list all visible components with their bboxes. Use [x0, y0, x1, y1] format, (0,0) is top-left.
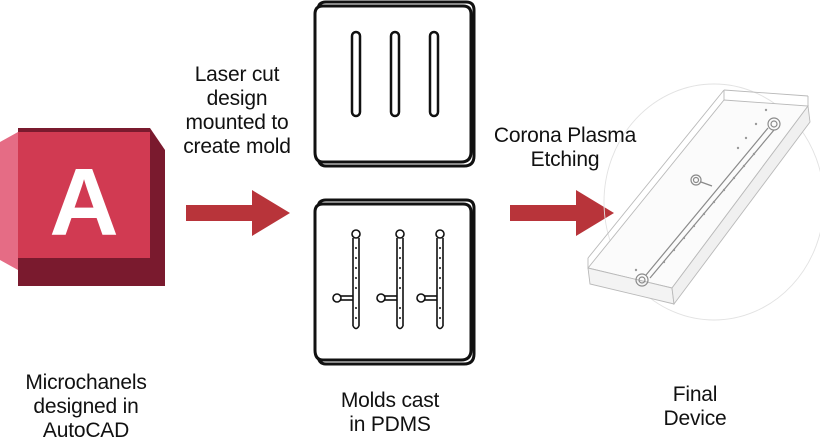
- microchannel: [376, 229, 405, 330]
- molds-cast-label: Molds cast in PDMS: [340, 389, 440, 436]
- logo-letter: A: [49, 149, 118, 256]
- pdms-mold: [313, 198, 476, 366]
- laser-cut-mold: [313, 0, 476, 168]
- corona-etching-label: Corona Plasma Etching: [493, 124, 637, 171]
- logo-front-panel: [18, 132, 150, 258]
- channel-slot: [350, 30, 362, 118]
- logo-side-panel: [0, 132, 18, 270]
- arrow-right-icon: [186, 190, 290, 236]
- microchannel: [332, 229, 361, 330]
- autocad-logo: A: [0, 128, 165, 286]
- arrow-right-icon: [510, 190, 614, 236]
- laser-cut-label: Laser cut design mounted to create mold: [183, 63, 291, 158]
- microchannel: [416, 229, 445, 330]
- final-device-chip: [587, 83, 820, 321]
- microchannels-label: Microchanels designed in AutoCAD: [25, 371, 147, 438]
- channel-slot: [428, 30, 440, 118]
- channel-slot: [389, 30, 401, 118]
- final-device-label: Final Device: [663, 383, 727, 430]
